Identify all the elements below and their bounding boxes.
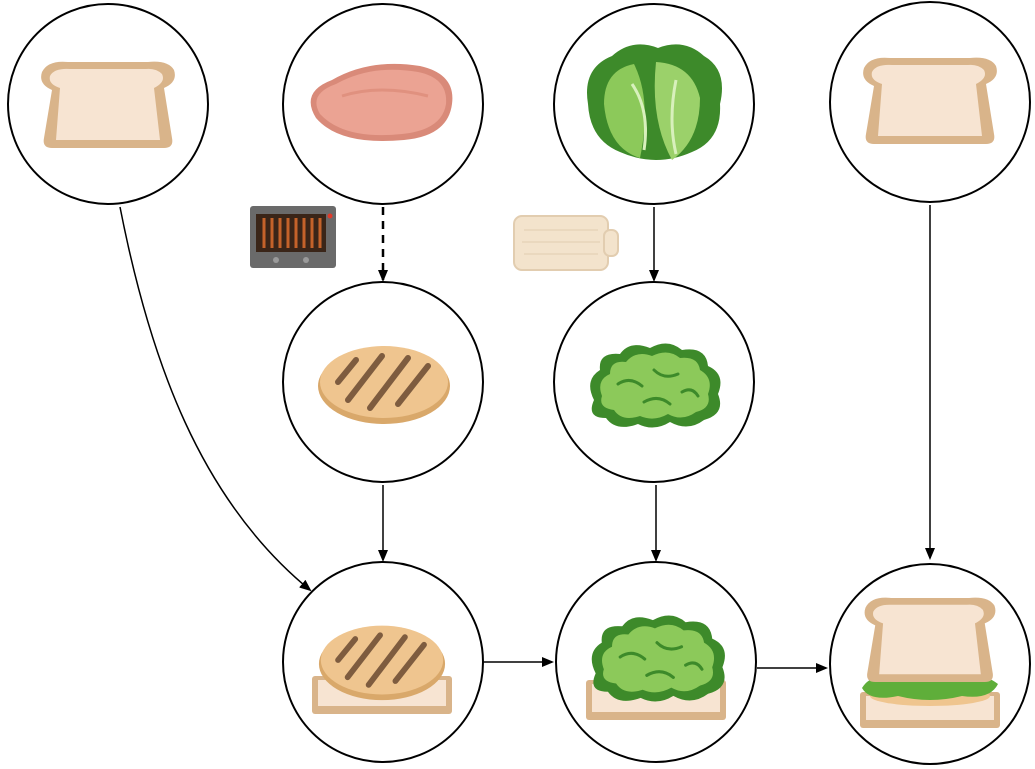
node-grilled-chicken [282, 281, 484, 483]
grill-oven-icon [250, 206, 336, 268]
bread-with-chicken-icon [312, 626, 452, 714]
node-bread-with-chicken [282, 561, 484, 763]
lettuce-head-icon [587, 44, 722, 160]
chopped-lettuce-icon [588, 341, 723, 430]
bread-slice-icon [41, 61, 175, 148]
edge-bread-to-chicken-bread [119, 206, 312, 592]
cutting-board-icon [513, 215, 619, 271]
node-finished-sandwich [829, 563, 1031, 765]
bread-chicken-lettuce-icon [586, 613, 727, 720]
finished-sandwich-icon [860, 597, 1000, 728]
node-bread-chicken-lettuce [555, 561, 757, 763]
bread-slice-icon [863, 57, 997, 144]
node-lettuce-head [553, 3, 755, 205]
node-bread-slice-right [829, 1, 1031, 203]
grilled-chicken-icon [318, 346, 450, 424]
nodes [7, 1, 1031, 765]
node-raw-chicken [282, 3, 484, 205]
node-bread-slice-left [7, 3, 209, 205]
raw-chicken-icon [310, 63, 453, 142]
edges [119, 205, 935, 673]
node-chopped-lettuce [553, 281, 755, 483]
